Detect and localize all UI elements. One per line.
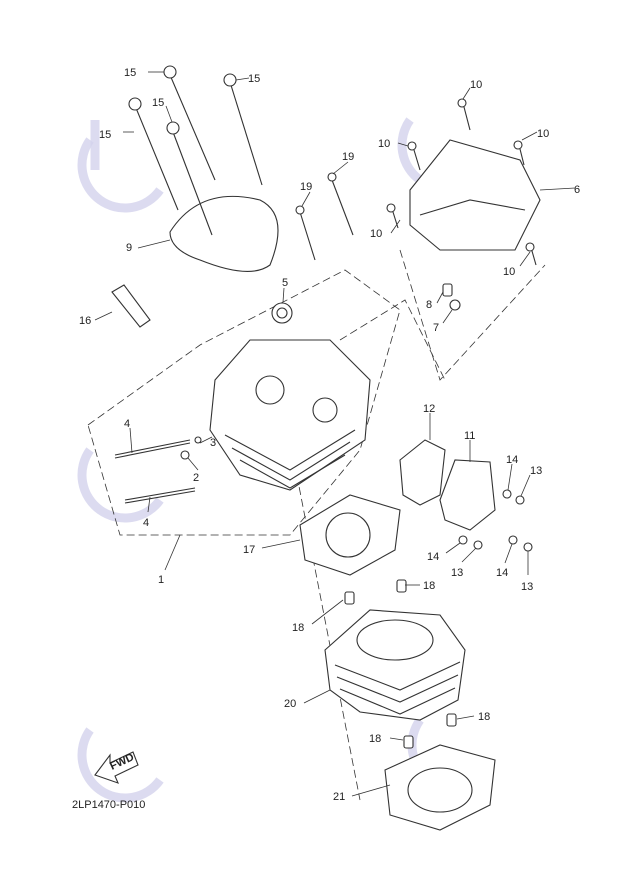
part-label-7: 7 — [433, 322, 439, 334]
part-label-13: 13 — [521, 581, 533, 593]
part-label-10: 10 — [503, 266, 515, 278]
part-labels: 15 15 15 15 10 10 10 6 19 19 9 5 16 10 1… — [79, 67, 580, 803]
part-label-12: 12 — [423, 403, 435, 415]
part-label-13: 13 — [451, 567, 463, 579]
part-label-10: 10 — [537, 128, 549, 140]
cylinder-head-gasket — [299, 494, 401, 576]
part-label-10: 10 — [470, 79, 482, 91]
part-label-8: 8 — [426, 299, 432, 311]
part-label-6: 6 — [574, 184, 580, 196]
part-label-3: 3 — [210, 437, 216, 449]
cylinder-head-cover — [409, 139, 541, 251]
part-label-9: 9 — [126, 242, 132, 254]
part-label-20: 20 — [284, 698, 296, 710]
part-label-13: 13 — [530, 465, 542, 477]
part-label-4: 4 — [124, 418, 130, 430]
part-label-5: 5 — [282, 277, 288, 289]
part-label-4: 4 — [143, 517, 149, 529]
part-label-15: 15 — [99, 129, 111, 141]
part-label-19: 19 — [342, 151, 354, 163]
part-label-11: 11 — [464, 430, 475, 442]
part-label-14: 14 — [427, 551, 439, 563]
cylinder-head — [209, 339, 371, 491]
part-label-16: 16 — [79, 315, 91, 327]
part-label-18: 18 — [369, 733, 381, 745]
part-label-18: 18 — [292, 622, 304, 634]
cover-bolts — [386, 98, 537, 266]
part-label-15: 15 — [248, 73, 260, 85]
part-label-17: 17 — [243, 544, 255, 556]
part-label-10: 10 — [370, 228, 382, 240]
head-bolts — [128, 65, 263, 236]
cylinder-block — [324, 609, 466, 721]
part-label-14: 14 — [496, 567, 508, 579]
part-label-14: 14 — [506, 454, 518, 466]
part-label-10: 10 — [378, 138, 390, 150]
part-label-18: 18 — [478, 711, 490, 723]
part-label-15: 15 — [152, 97, 164, 109]
fwd-arrow-icon: FWD — [94, 751, 139, 784]
part-label-1: 1 — [158, 574, 164, 586]
part-label-19: 19 — [300, 181, 312, 193]
cylinder-base-gasket — [384, 744, 496, 831]
part-label-15: 15 — [124, 67, 136, 79]
spark-plug — [111, 284, 151, 328]
diagram-code: 2LP1470-P010 — [72, 799, 145, 811]
side-cover — [439, 459, 496, 531]
part-label-21: 21 — [333, 791, 345, 803]
side-cover-gasket — [399, 439, 446, 506]
part-label-2: 2 — [193, 472, 199, 484]
head-cover-gasket — [169, 195, 279, 272]
part-label-18: 18 — [423, 580, 435, 592]
